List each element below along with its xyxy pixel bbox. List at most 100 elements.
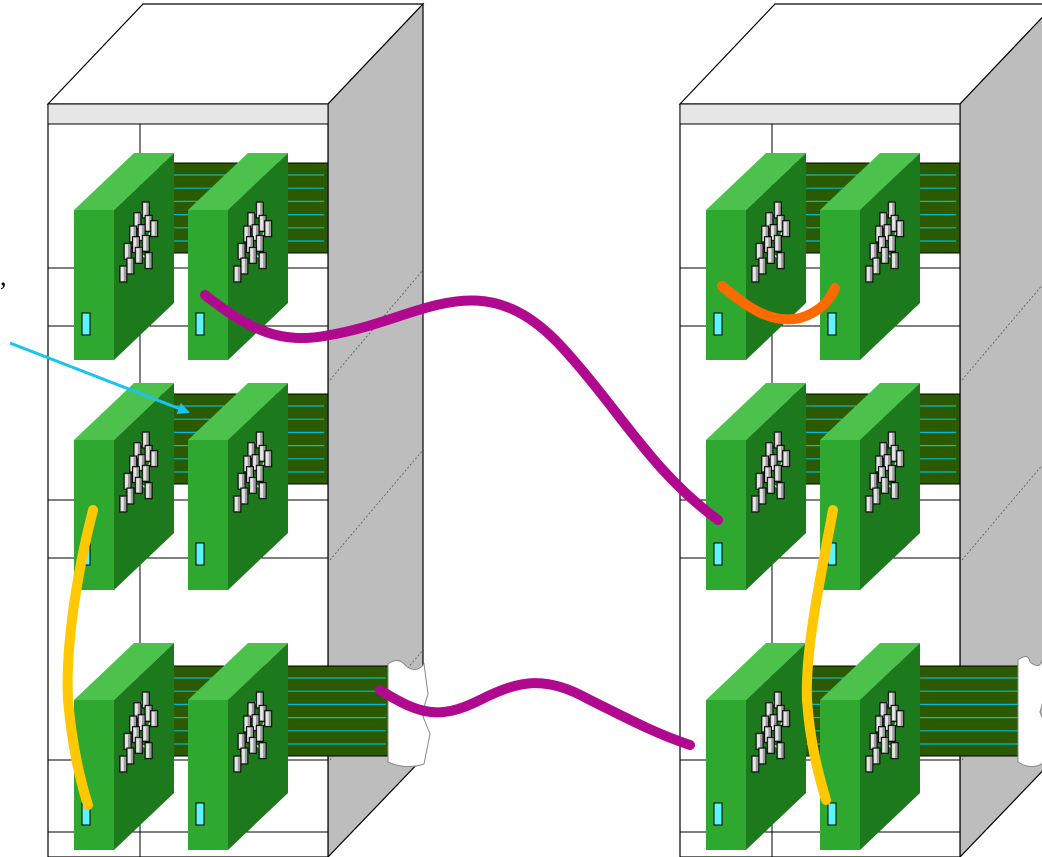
- chip: [259, 253, 266, 269]
- chip: [124, 473, 131, 489]
- chip: [897, 451, 904, 467]
- chip: [870, 733, 877, 749]
- chip: [238, 473, 245, 489]
- chip: [256, 725, 263, 741]
- chip: [234, 496, 241, 512]
- chip: [888, 235, 895, 251]
- chip: [783, 451, 790, 467]
- chip: [142, 465, 149, 481]
- chip: [234, 756, 241, 772]
- connector-port: [196, 313, 204, 335]
- chip: [756, 243, 763, 259]
- torn-edge: [1018, 656, 1042, 766]
- connector-port: [714, 803, 722, 825]
- chip: [256, 465, 263, 481]
- chip: [124, 733, 131, 749]
- chip: [891, 743, 898, 759]
- chip: [135, 477, 142, 493]
- chip: [241, 258, 248, 274]
- chip: [759, 258, 766, 274]
- chip: [888, 465, 895, 481]
- chip: [767, 247, 774, 263]
- chip: [873, 748, 880, 764]
- connector-port: [714, 313, 722, 335]
- chip: [241, 488, 248, 504]
- chip: [265, 451, 272, 467]
- chip: [249, 477, 256, 493]
- chip: [238, 243, 245, 259]
- chip: [120, 266, 127, 282]
- chip: [241, 748, 248, 764]
- chip: [881, 737, 888, 753]
- chip: [142, 725, 149, 741]
- connector-port: [828, 803, 836, 825]
- chip: [866, 756, 873, 772]
- chip: [259, 743, 266, 759]
- chip: [752, 266, 759, 282]
- chip: [756, 733, 763, 749]
- rack-right: [680, 4, 1042, 857]
- rack-left: [48, 4, 423, 857]
- chip: [127, 488, 134, 504]
- chip: [897, 221, 904, 237]
- chip: [873, 488, 880, 504]
- chip: [752, 756, 759, 772]
- connector-port: [714, 543, 722, 565]
- chip: [135, 247, 142, 263]
- chip: [783, 711, 790, 727]
- chip: [891, 483, 898, 499]
- chip: [767, 737, 774, 753]
- chip: [774, 465, 781, 481]
- connector-port: [828, 313, 836, 335]
- chip: [142, 235, 149, 251]
- rack-header-strip: [48, 104, 328, 124]
- chip: [777, 743, 784, 759]
- chip: [881, 477, 888, 493]
- chip: [866, 496, 873, 512]
- chip: [151, 221, 158, 237]
- chip: [866, 266, 873, 282]
- chip: [145, 743, 152, 759]
- chip: [124, 243, 131, 259]
- chip: [888, 725, 895, 741]
- chip: [759, 488, 766, 504]
- chip: [752, 496, 759, 512]
- chip: [249, 247, 256, 263]
- chip: [774, 235, 781, 251]
- chip: [120, 496, 127, 512]
- chip: [127, 748, 134, 764]
- chip: [265, 711, 272, 727]
- chip: [145, 253, 152, 269]
- chip: [259, 483, 266, 499]
- chip: [777, 253, 784, 269]
- chip: [870, 243, 877, 259]
- chip: [774, 725, 781, 741]
- chip: [238, 733, 245, 749]
- chip: [256, 235, 263, 251]
- chip: [777, 483, 784, 499]
- chip: [135, 737, 142, 753]
- chip: [897, 711, 904, 727]
- chip: [767, 477, 774, 493]
- chip: [151, 451, 158, 467]
- chip: [759, 748, 766, 764]
- chip: [891, 253, 898, 269]
- chip: [127, 258, 134, 274]
- chip: [120, 756, 127, 772]
- rack-header-strip: [680, 104, 960, 124]
- chip: [756, 473, 763, 489]
- connector-port: [196, 803, 204, 825]
- chip: [881, 247, 888, 263]
- chip: [249, 737, 256, 753]
- chip: [145, 483, 152, 499]
- connector-port: [82, 313, 90, 335]
- chip: [234, 266, 241, 282]
- chip: [870, 473, 877, 489]
- chip: [265, 221, 272, 237]
- chip: [873, 258, 880, 274]
- chip: [783, 221, 790, 237]
- connector-port: [196, 543, 204, 565]
- chip: [151, 711, 158, 727]
- cut-off-label: ,: [0, 262, 7, 292]
